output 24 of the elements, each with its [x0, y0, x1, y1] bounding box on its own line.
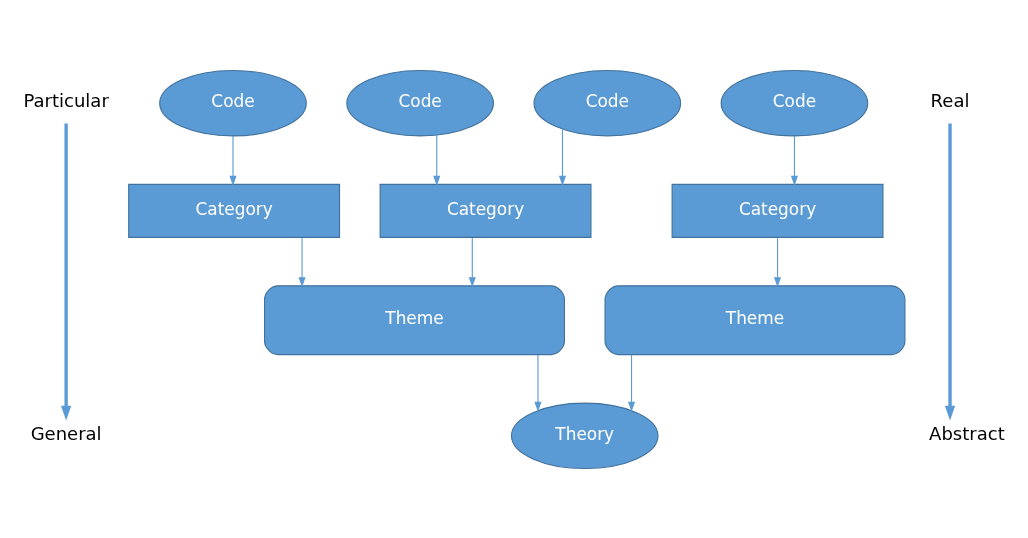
node-ellipse: Code: [720, 69, 869, 136]
node-text: Abstract: [929, 422, 1005, 444]
arrow: [944, 123, 956, 420]
node-text: General: [30, 422, 102, 444]
arrow: [627, 353, 636, 412]
node-box: Theme: [264, 284, 565, 355]
arrow: [790, 135, 798, 186]
node-box: Category: [379, 183, 592, 238]
node-ellipse: Code: [159, 69, 307, 136]
node-text: Real: [930, 89, 970, 111]
arrow: [433, 134, 441, 186]
node-box: Category: [128, 183, 341, 238]
arrow: [468, 236, 476, 287]
node-ellipse: Code: [533, 69, 682, 136]
node-box: Category: [671, 183, 884, 238]
node-box: Theme: [604, 284, 906, 355]
arrow: [229, 135, 237, 186]
arrow: [534, 353, 542, 412]
arrow: [558, 128, 567, 186]
arrow: [773, 236, 782, 287]
node-text: Particular: [23, 89, 109, 111]
arrow: [298, 236, 306, 287]
node-ellipse: Code: [346, 69, 494, 136]
arrow: [61, 123, 72, 420]
